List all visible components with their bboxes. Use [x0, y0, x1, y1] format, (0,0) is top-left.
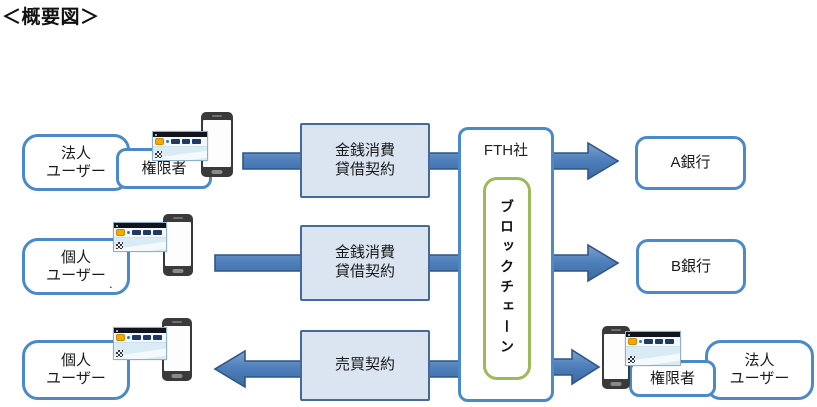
bank-b-label: B銀行 [670, 257, 711, 275]
individual-user-box-2: 個人 ユーザー [22, 340, 130, 400]
bank-a-label: A銀行 [670, 154, 711, 172]
smartphone-icon [163, 214, 193, 276]
browser-titlebar [153, 132, 207, 137]
authorized-person-box-2: 権限者 [629, 360, 716, 397]
individual-user-label: 個人 ユーザー [46, 248, 106, 284]
corporate-user-box: 法人 ユーザー [22, 134, 130, 191]
browser-logo [155, 138, 164, 145]
diagram-title: ＜概要図＞ [2, 7, 100, 28]
phone-home-button [211, 170, 223, 174]
bank-a-box: A銀行 [635, 136, 746, 190]
stray-period: . [109, 276, 113, 291]
blockchain-label: ブロックチェーン [499, 198, 515, 359]
loan-contract-box-1: 金銭消費 貸借契約 [300, 123, 430, 198]
browser-content [153, 147, 207, 160]
blockchain-box: ブロックチェーン [483, 177, 531, 380]
corporate-user-label: 法人 ユーザー [46, 144, 106, 180]
fth-company-label: FTH社 [483, 142, 529, 159]
browser-window-icon [625, 331, 681, 366]
phone-speaker [212, 115, 222, 117]
individual-user-box-1: 個人 ユーザー [22, 238, 130, 295]
qr-code-icon [116, 242, 123, 249]
qr-code-icon [155, 151, 162, 158]
browser-dot [166, 140, 169, 143]
browser-window-icon [113, 327, 167, 360]
sales-contract-label: 売買契約 [334, 356, 395, 374]
browser-window-icon [113, 222, 167, 252]
corporate-user-box-2: 法人 ユーザー [705, 340, 814, 400]
qr-code-icon [116, 350, 123, 357]
sales-contract-box: 売買契約 [300, 330, 430, 401]
authorized-person-label: 権限者 [141, 159, 187, 177]
browser-window-icon [152, 131, 208, 161]
loan-contract-box-2: 金銭消費 貸借契約 [300, 225, 430, 301]
loan-contract-label: 金銭消費 貸借契約 [334, 141, 395, 178]
qr-code-icon [628, 356, 635, 363]
browser-toolbar [153, 137, 207, 147]
bank-b-box: B銀行 [636, 239, 746, 294]
smartphone-icon [162, 318, 192, 381]
